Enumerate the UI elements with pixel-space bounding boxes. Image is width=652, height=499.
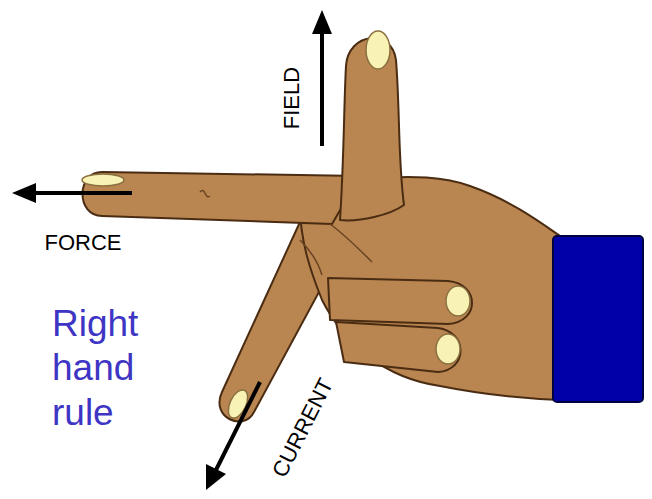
- crease: [330, 224, 372, 262]
- thumb-nail: [366, 31, 390, 69]
- ring-nail: [446, 286, 470, 316]
- little-nail: [436, 334, 460, 364]
- force-arrow: [34, 191, 132, 195]
- axis-label: FORCE: [45, 231, 122, 255]
- index-finger: [83, 172, 361, 224]
- axis-label: CURRENT: [268, 375, 338, 482]
- little-finger: [336, 322, 461, 372]
- field-arrow: [320, 30, 324, 146]
- title-label: Right hand rule: [52, 302, 167, 435]
- axis-label: FIELD: [280, 67, 304, 129]
- knuckle-line: [200, 190, 210, 196]
- sleeve-cuff: [553, 236, 643, 402]
- current-arrow: [216, 382, 260, 470]
- arrow-head: [206, 464, 226, 490]
- crease: [300, 240, 322, 275]
- index-nail: [82, 174, 124, 186]
- ring-finger: [328, 278, 472, 324]
- arrow-head: [312, 10, 332, 34]
- arrow-head: [12, 183, 36, 203]
